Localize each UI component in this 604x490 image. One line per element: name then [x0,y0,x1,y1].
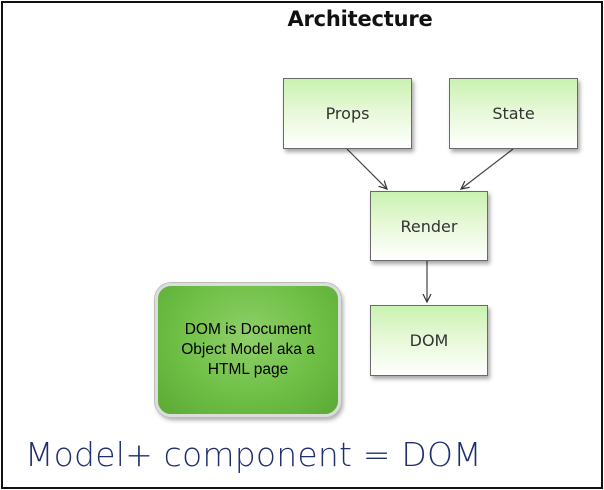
render-node-label: Render [400,216,458,236]
equation-caption: Model+ component = DOM [25,435,482,474]
props-node: Props [283,78,412,149]
dom-node: DOM [370,305,488,376]
dom-definition-text: DOM is Document Object Model aka a HTML … [181,321,315,378]
connector-layer [346,148,514,487]
render-node: Render [370,191,488,261]
dom-definition-note: DOM is Document Object Model aka a HTML … [155,283,341,417]
state-node: State [449,78,578,149]
diagram-title: Architecture [287,7,433,31]
edge-state-render [461,148,514,189]
props-node-label: Props [325,104,370,123]
state-node-label: State [492,104,535,123]
dom-node-label: DOM [409,331,449,350]
edge-props-render [346,148,387,189]
